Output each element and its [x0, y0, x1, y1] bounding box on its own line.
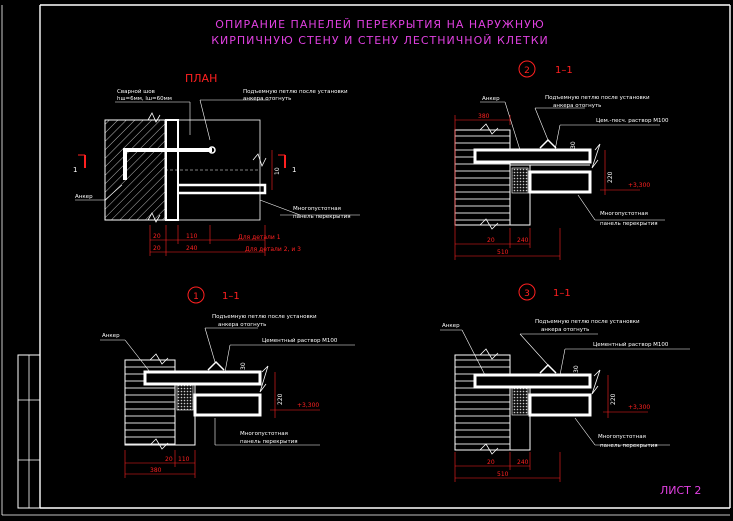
- detail-1-loop-note: Подъемную петлю после установки: [212, 314, 317, 320]
- plan-dim-20a: 20: [153, 233, 161, 240]
- detail-3-panel-2: панель перекрытия: [600, 443, 658, 449]
- detail-3-panel: Многопустотная: [598, 434, 646, 440]
- detail-3-level: +3,300: [628, 404, 650, 411]
- detail-2: 2 1–1 Анкер Подъемную петлю после устано…: [454, 60, 669, 260]
- detail-1-dim-total: 380: [150, 467, 162, 474]
- detail-2-panel-2: панель перекрытия: [600, 221, 658, 227]
- plan-view: ПЛАН 1 1 Сварной шов hш=6мм, lш=60: [73, 72, 360, 256]
- detail-1-marker: [187, 286, 205, 304]
- plan-brick-wall: [104, 119, 166, 221]
- plan-loop-note: Подъемную петлю после установки: [243, 89, 348, 95]
- detail-1-panel: Многопустотная: [240, 431, 288, 437]
- detail-3-dim-total: 510: [497, 471, 509, 478]
- svg-text:2: 2: [524, 66, 530, 76]
- detail-1-dim-a: 20: [165, 456, 173, 463]
- svg-text:1: 1: [292, 166, 296, 174]
- detail-2-marker: [518, 60, 536, 78]
- detail-1: 1 1–1 Анкер Подъемную петлю после устано…: [100, 286, 355, 478]
- detail-2-loop-note: Подъемную петлю после установки: [545, 95, 650, 101]
- drawing-title: ОПИРАНИЕ ПАНЕЛЕЙ ПЕРЕКРЫТИЯ НА НАРУЖНУЮ …: [211, 18, 549, 47]
- plan-dim-110: 110: [186, 233, 198, 240]
- detail-2-loop-note-2: анкера отогнуть: [553, 103, 601, 109]
- detail-2-dim-220: 220: [607, 171, 614, 183]
- detail-2-mortar: Цем.-песч. раствор М100: [596, 118, 669, 124]
- detail-3: 3 1–1 Анкер Подъемную петлю после устано…: [440, 283, 690, 482]
- detail-1-dim-220: 220: [277, 393, 284, 405]
- detail-1-loop-note-2: анкера отогнуть: [218, 322, 266, 328]
- detail-1-level: +3,300: [297, 402, 319, 409]
- detail-1-slab: [143, 370, 262, 386]
- plan-panel-label: Многопустотная: [293, 206, 341, 212]
- plan-anchor-label: Анкер: [75, 194, 93, 200]
- detail-3-dim-220: 220: [610, 393, 617, 405]
- detail-3-section: 1–1: [553, 288, 571, 299]
- detail-1-section: 1–1: [222, 291, 240, 302]
- detail-3-anchor: Анкер: [442, 323, 460, 329]
- detail-2-dim-30: 30: [570, 141, 577, 149]
- sheet-number: ЛИСТ 2: [660, 484, 701, 497]
- svg-text:1: 1: [193, 292, 199, 302]
- detail-3-wall: [454, 354, 511, 451]
- plan-detail-note-1: Для детали 1: [238, 234, 281, 241]
- detail-2-dim-top: 380: [478, 113, 490, 120]
- plan-section-mark-right: 1: [278, 154, 296, 174]
- detail-3-slab: [473, 373, 592, 389]
- svg-text:3: 3: [524, 289, 530, 299]
- detail-2-dim-a: 20: [487, 237, 495, 244]
- detail-2-dim-total: 510: [497, 249, 509, 256]
- detail-1-panel-2: панель перекрытия: [240, 439, 298, 445]
- detail-2-section: 1–1: [555, 65, 573, 76]
- plan-dim-240: 240: [186, 245, 198, 252]
- plan-weld-note-size: hш=6мм, lш=60мм: [117, 96, 172, 102]
- plan-weld-note: Сварной шов: [117, 88, 155, 95]
- detail-3-marker: [518, 283, 536, 301]
- detail-1-mortar: Цементный раствор М100: [262, 337, 338, 344]
- detail-2-wall: [454, 129, 511, 226]
- title-line-1: ОПИРАНИЕ ПАНЕЛЕЙ ПЕРЕКРЫТИЯ НА НАРУЖНУЮ: [215, 18, 544, 31]
- detail-3-loop-note: Подъемную петлю после установки: [535, 319, 640, 325]
- plan-anchor-bar: [123, 148, 212, 180]
- plan-dimensions: [149, 225, 266, 256]
- detail-3-dim-30: 30: [573, 365, 580, 373]
- detail-3-dim-a: 20: [487, 459, 495, 466]
- detail-2-slab: [473, 148, 592, 164]
- plan-loop-note-2: анкера отогнуть: [243, 96, 291, 102]
- detail-3-loop-note-2: анкера отогнуть: [541, 327, 589, 333]
- plan-section-mark-left: 1: [73, 154, 86, 174]
- svg-text:1: 1: [73, 166, 77, 174]
- title-line-2: КИРПИЧНУЮ СТЕНУ И СТЕНУ ЛЕСТНИЧНОЙ КЛЕТК…: [211, 34, 549, 47]
- detail-1-dim-30: 30: [240, 362, 247, 370]
- plan-dim-20b: 20: [153, 245, 161, 252]
- detail-3-mortar: Цементный раствор М100: [593, 341, 669, 348]
- detail-3-dim-b: 240: [517, 459, 529, 466]
- detail-2-dim-b: 240: [517, 237, 529, 244]
- side-stamp-strip: [17, 354, 41, 509]
- detail-2-anchor: Анкер: [482, 96, 500, 102]
- plan-dim-10: 10: [274, 167, 281, 175]
- detail-2-panel: Многопустотная: [600, 211, 648, 217]
- detail-1-dim-b: 110: [178, 456, 190, 463]
- plan-detail-note-2: Для детали 2, и 3: [245, 246, 301, 253]
- detail-1-anchor: Анкер: [102, 333, 120, 339]
- detail-2-level: +3,300: [628, 182, 650, 189]
- plan-panel-label-2: панель перекрытия: [293, 214, 351, 220]
- plan-heading: ПЛАН: [185, 72, 217, 85]
